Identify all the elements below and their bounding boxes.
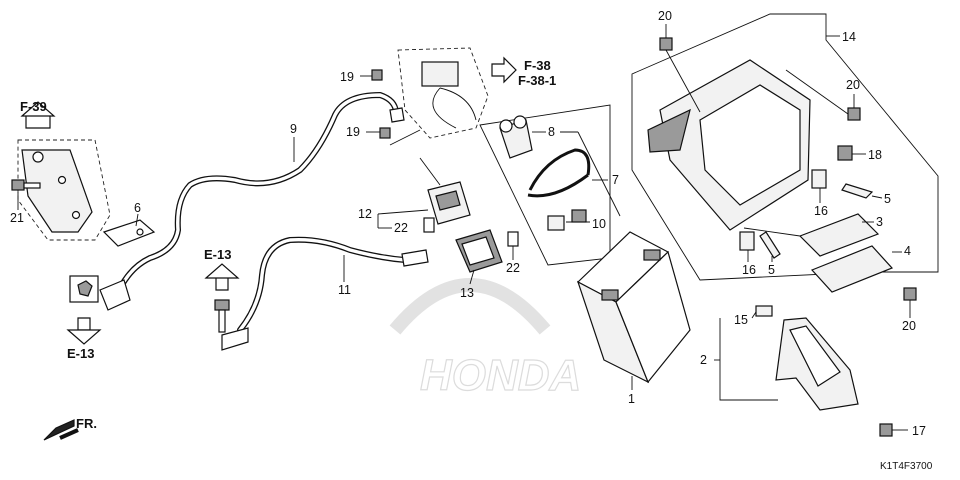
nut-icon xyxy=(77,280,93,297)
callout-20a: 20 xyxy=(658,9,672,23)
callout-22a: 22 xyxy=(394,221,408,235)
front-marker-label: FR. xyxy=(76,416,97,431)
callout-12: 12 xyxy=(358,207,372,221)
bolt-20a xyxy=(659,37,673,51)
callout-7: 7 xyxy=(612,173,619,187)
callout-4: 4 xyxy=(904,244,911,258)
callout-16b: 16 xyxy=(742,263,756,277)
battery-box-14 xyxy=(647,59,811,231)
svg-text:HONDA: HONDA xyxy=(420,351,581,400)
sheet-4 xyxy=(810,245,894,293)
band-7 xyxy=(527,148,591,198)
bolt-e13 xyxy=(214,299,230,333)
bolt-17 xyxy=(879,423,893,437)
callout-10: 10 xyxy=(592,217,606,231)
arrow-down-e13-left xyxy=(66,317,102,345)
battery-box-outline xyxy=(631,13,939,281)
callout-1: 1 xyxy=(628,392,635,406)
cable-9 xyxy=(99,91,405,311)
callout-21: 21 xyxy=(10,211,24,225)
callout-19b: 19 xyxy=(346,125,360,139)
callout-2: 2 xyxy=(700,353,707,367)
callout-18: 18 xyxy=(868,148,882,162)
ref-e13-mid: E-13 xyxy=(204,247,231,262)
diagram-code: K1T4F3700 xyxy=(880,461,933,472)
front-direction-arrow xyxy=(43,419,79,441)
callout-20b: 20 xyxy=(846,78,860,92)
battery-bracket-2 xyxy=(775,317,859,411)
bolt-19b xyxy=(379,127,391,139)
battery-holder-outline xyxy=(479,104,611,266)
callout-11: 11 xyxy=(338,283,351,297)
arrow-up-f39 xyxy=(20,101,56,129)
callout-13: 13 xyxy=(460,286,474,300)
pad-16a xyxy=(811,169,827,189)
pad-5a xyxy=(841,183,874,199)
arrow-right-f38 xyxy=(491,56,517,84)
bracket-assembly xyxy=(17,139,111,241)
callout-8: 8 xyxy=(548,125,555,139)
callout-5b: 5 xyxy=(768,263,775,277)
cable-11 xyxy=(221,236,429,351)
pad-15 xyxy=(755,305,773,317)
callout-3: 3 xyxy=(876,215,883,229)
callout-14: 14 xyxy=(842,30,856,44)
ref-f38-1: F-38-1 xyxy=(518,73,556,88)
callout-9: 9 xyxy=(290,122,297,136)
cap-10 xyxy=(547,209,587,231)
ref-f39: F-39 xyxy=(20,99,47,114)
callout-20c: 20 xyxy=(902,319,916,333)
pad-16b xyxy=(739,231,755,251)
f38-outline xyxy=(397,47,489,139)
fuse-22a xyxy=(423,217,435,233)
terminal-cap-8 xyxy=(499,115,533,159)
callout-16a: 16 xyxy=(814,204,828,218)
bolt-19a xyxy=(371,69,383,81)
bolt-20c xyxy=(903,287,917,301)
relay-assembly-f38 xyxy=(421,61,477,129)
honda-watermark: HONDA xyxy=(389,278,582,401)
ref-f38: F-38 xyxy=(524,58,551,73)
bolt-21 xyxy=(11,179,41,191)
callout-5a: 5 xyxy=(884,192,891,206)
ref-e13-left: E-13 xyxy=(67,346,94,361)
callout-17: 17 xyxy=(912,424,926,438)
bracket-2-leader xyxy=(719,318,778,401)
starter-relay-12 xyxy=(427,181,471,225)
nut-18 xyxy=(837,145,853,161)
relay-cover-13 xyxy=(455,229,503,273)
arrow-up-e13-mid xyxy=(204,263,240,291)
callout-19a: 19 xyxy=(340,70,354,84)
callout-6: 6 xyxy=(134,201,141,215)
fuse-22b xyxy=(507,231,519,247)
callout-22b: 22 xyxy=(506,261,520,275)
bolt-20b xyxy=(847,107,861,121)
pad-5b xyxy=(759,231,781,259)
callout-15: 15 xyxy=(734,313,748,327)
battery-1 xyxy=(576,231,691,384)
terminal-6 xyxy=(102,219,156,247)
sheet-3 xyxy=(798,213,880,257)
